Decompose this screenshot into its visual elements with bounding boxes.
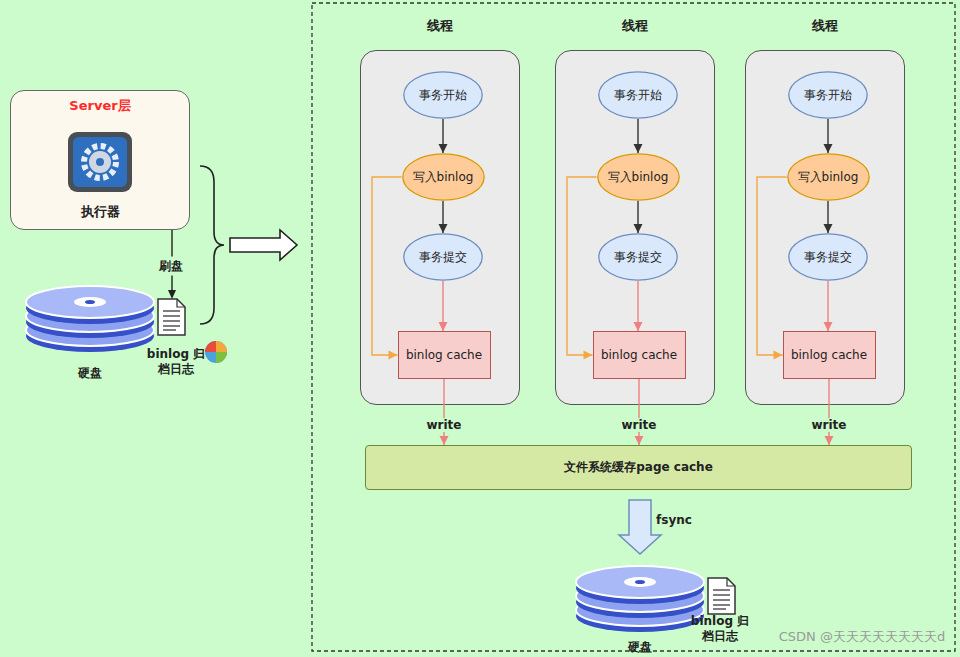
arrowhead (824, 144, 833, 153)
arrowhead (634, 144, 643, 153)
flush-line (140, 160, 172, 296)
layer-title: Server层 (11, 97, 189, 115)
fsync-arrow (619, 500, 661, 554)
box-label: binlog cache (791, 348, 867, 362)
arrowhead (439, 322, 448, 331)
arrowhead (439, 224, 448, 233)
arrowhead (634, 224, 643, 233)
disk-label: 硬盘 (78, 365, 102, 382)
band-node: 文件系统缓存page cache (365, 445, 912, 490)
thread-heading: 线程 (556, 17, 714, 35)
dashed-region (312, 3, 955, 651)
connector (439, 281, 448, 331)
connector-line (638, 379, 639, 445)
big-arrow (230, 230, 297, 260)
step-label: 写入binlog (798, 169, 859, 186)
edge-label: write (425, 418, 464, 432)
ellipse-node: 事务提交 (403, 233, 483, 281)
box-label: binlog cache (601, 348, 677, 362)
ellipse-node: 事务开始 (598, 71, 678, 119)
thread-node: 线程事务开始写入binlog事务提交binlog cache (555, 50, 715, 405)
rect-node: binlog cache (398, 331, 491, 379)
step-label: 写入binlog (413, 169, 474, 186)
arrowhead (439, 144, 448, 153)
component-label: 执行器 (11, 203, 189, 221)
arrowhead (389, 351, 398, 360)
connector-line (757, 177, 787, 355)
step-label: 事务开始 (804, 87, 852, 104)
connector (634, 281, 643, 331)
ellipse-node: 事务提交 (788, 233, 868, 281)
ellipse-node: 写入binlog (597, 153, 680, 201)
fsync-label: fsync (656, 513, 692, 527)
ellipse-node: 事务开始 (403, 71, 483, 119)
arrowhead (440, 436, 449, 445)
color-icon (205, 341, 227, 363)
step-label: 事务开始 (614, 87, 662, 104)
rect-node: binlog cache (783, 331, 876, 379)
step-label: 事务提交 (614, 249, 662, 266)
file-icon (708, 578, 735, 614)
connector (439, 119, 448, 153)
arrowhead (824, 322, 833, 331)
connector (825, 379, 834, 445)
disk-label: 硬盘 (628, 639, 652, 656)
rect-node: binlog cache (593, 331, 686, 379)
connector (440, 379, 449, 445)
disk-icon (26, 286, 154, 352)
connector (824, 281, 833, 331)
ellipse-node: 事务开始 (788, 71, 868, 119)
connector (634, 201, 643, 233)
connector (635, 379, 644, 445)
connector (757, 177, 787, 360)
ellipse-node: 写入binlog (787, 153, 870, 201)
arrowhead (634, 322, 643, 331)
connector (372, 177, 402, 360)
flush-label: 刷盘 (157, 257, 185, 276)
executor-icon (67, 131, 133, 193)
connector (824, 119, 833, 153)
server-node: Server层执行器 (10, 90, 190, 230)
connector (634, 119, 643, 153)
ellipse-node: 写入binlog (402, 153, 485, 201)
arrowhead (825, 436, 834, 445)
step-label: 事务提交 (804, 249, 852, 266)
thread-node: 线程事务开始写入binlog事务提交binlog cache (745, 50, 905, 405)
connector (439, 201, 448, 233)
ellipse-node: 事务提交 (598, 233, 678, 281)
arrowhead (824, 224, 833, 233)
box-label: binlog cache (406, 348, 482, 362)
connector (567, 177, 597, 360)
thread-heading: 线程 (361, 17, 519, 35)
arrowhead (774, 351, 783, 360)
box-label: 文件系统缓存page cache (564, 459, 713, 476)
disk-icon (576, 566, 704, 632)
edge-label: write (620, 418, 659, 432)
brace (200, 166, 224, 324)
file-icon (158, 299, 185, 335)
connector-line (372, 177, 402, 355)
connector-line (443, 379, 444, 445)
thread-node: 线程事务开始写入binlog事务提交binlog cache (360, 50, 520, 405)
file-label: binlog 归档日志 (689, 614, 751, 644)
watermark: CSDN @天天天天天天天天d (779, 628, 945, 646)
edge-label: write (810, 418, 849, 432)
connector-line (567, 177, 597, 355)
connector-line (828, 379, 829, 445)
arrowhead (635, 436, 644, 445)
connector (824, 201, 833, 233)
step-label: 事务开始 (419, 87, 467, 104)
flush-arrowhead (168, 290, 176, 299)
thread-heading: 线程 (746, 17, 904, 35)
step-label: 写入binlog (608, 169, 669, 186)
step-label: 事务提交 (419, 249, 467, 266)
arrowhead (584, 351, 593, 360)
file-label: binlog 归档日志 (145, 347, 207, 377)
